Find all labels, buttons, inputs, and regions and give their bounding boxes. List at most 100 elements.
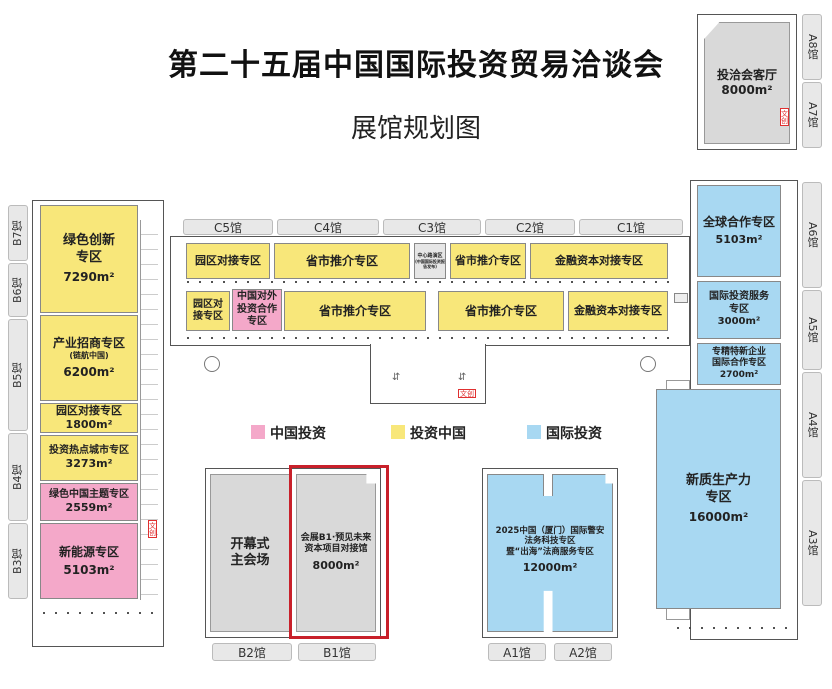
hall-tab-a5[interactable]: A5馆 — [802, 290, 822, 370]
hall-tab-c2[interactable]: C2馆 — [485, 219, 575, 235]
zone-intl-service[interactable]: 国际投资服务 专区 3000m² — [697, 281, 781, 339]
zone-note: (链航中国) — [69, 351, 109, 360]
zone-name: 投洽会客厅 — [716, 68, 777, 82]
escalator-icon: ⇵ — [392, 372, 401, 383]
exit-marker: 文创 — [458, 389, 476, 398]
hall-tab-a2[interactable]: A2馆 — [554, 643, 612, 661]
zone-name: 省市推介专区 — [305, 253, 378, 268]
zone-opening[interactable]: 开幕式 主会场 — [210, 474, 290, 632]
zone-c-province-3[interactable]: 省市推介专区 — [284, 291, 426, 331]
legend-swatch-international — [527, 425, 541, 439]
page-title: 第二十五届中国国际投资贸易洽谈会 — [168, 48, 664, 83]
zone-area: 5103m² — [63, 562, 115, 577]
legend-label-international: 国际投资 — [546, 426, 602, 442]
zone-area: 3273m² — [65, 457, 113, 471]
zone-name: 园区对 接专区 — [193, 298, 223, 323]
zone-industry-recruit[interactable]: 产业招商专区 (链航中国) 6200m² — [40, 315, 138, 401]
zone-name: 中国对外 投资合作 专区 — [237, 291, 277, 328]
hall-tab-b4[interactable]: B4馆 — [8, 433, 28, 521]
zone-note: (中国国际投资报告发布) — [415, 259, 445, 270]
legend-label-china-invest: 中国投资 — [270, 426, 326, 442]
zone-area: 16000m² — [688, 509, 749, 524]
hall-tab-a1[interactable]: A1馆 — [488, 643, 546, 661]
hall-tab-b5[interactable]: B5馆 — [8, 319, 28, 431]
zone-name: 中心路演区 — [417, 252, 443, 259]
zone-c-park-docking-2[interactable]: 园区对 接专区 — [186, 291, 230, 331]
zone-name: 金融资本对接专区 — [574, 304, 662, 318]
hall-tab-a8[interactable]: A8馆 — [802, 14, 822, 80]
hall-tab-b1[interactable]: B1馆 — [298, 643, 376, 661]
zone-area: 3000m² — [717, 316, 761, 328]
round-ramp-icon — [204, 356, 220, 372]
legend-swatch-invest-china — [391, 425, 405, 439]
hall-tab-b2[interactable]: B2馆 — [212, 643, 292, 661]
zone-global-coop[interactable]: 全球合作专区 5103m² — [697, 185, 781, 277]
zone-name: 专精特新企业 国际合作专区 — [711, 347, 766, 369]
zone-area: 12000m² — [522, 560, 578, 574]
zone-area: 2559m² — [65, 501, 113, 515]
b-halls-pillars — [38, 610, 158, 616]
page-subtitle: 展馆规划图 — [350, 114, 481, 144]
b-halls-stairs — [140, 220, 158, 600]
zone-name: 绿色创新 专区 — [62, 233, 115, 265]
exit-marker: 文创 — [780, 108, 789, 126]
exit-marker: 文创 — [148, 520, 157, 538]
zone-xiamen[interactable]: 2025中国（厦门）国际警安 法务科技专区 暨“出海”法商服务专区 12000m… — [487, 474, 613, 632]
hall-tab-a3[interactable]: A3馆 — [802, 480, 822, 606]
hall-tab-b7[interactable]: B7馆 — [8, 205, 28, 261]
zone-name: 园区对接专区 — [56, 404, 122, 418]
c-side-booth — [674, 293, 688, 303]
zone-name: 园区对接专区 — [195, 254, 261, 268]
zone-name: 开幕式 主会场 — [230, 536, 270, 568]
zone-green-innovation[interactable]: 绿色创新 专区 7290m² — [40, 205, 138, 313]
zone-new-productivity[interactable]: 新质生产力 专区 16000m² — [656, 389, 781, 609]
zone-area: 8000m² — [312, 559, 360, 573]
zone-name: 新质生产力 专区 — [685, 473, 751, 505]
hall-tab-b6[interactable]: B6馆 — [8, 263, 28, 317]
zone-c-finance-1[interactable]: 金融资本对接专区 — [530, 243, 668, 279]
zone-c-province-2[interactable]: 省市推介专区 — [450, 243, 526, 279]
zone-area: 8000m² — [721, 83, 773, 97]
zone-name: 绿色中国主题专区 — [49, 488, 129, 500]
a-halls-pillars — [672, 625, 792, 631]
zone-b1-meeting[interactable]: 会展B1·预见未来 资本项目对接馆 8000m² — [296, 474, 376, 632]
c-halls-pillars-top — [182, 279, 678, 285]
zone-name: 产业招商专区 — [52, 336, 125, 350]
zone-vip-room[interactable]: 投洽会客厅 8000m² — [704, 22, 790, 144]
hall-tab-c3[interactable]: C3馆 — [383, 219, 481, 235]
hall-tab-c5[interactable]: C5馆 — [183, 219, 273, 235]
zone-area: 5103m² — [715, 233, 763, 247]
zone-c-province-4[interactable]: 省市推介专区 — [438, 291, 564, 331]
zone-name: 投资热点城市专区 — [49, 444, 129, 456]
zone-c-province-1[interactable]: 省市推介专区 — [274, 243, 410, 279]
zone-name: 省市推介专区 — [318, 303, 391, 318]
zone-name: 会展B1·预见未来 资本项目对接馆 — [300, 532, 372, 555]
hall-tab-c4[interactable]: C4馆 — [277, 219, 379, 235]
hall-tab-a4[interactable]: A4馆 — [802, 372, 822, 478]
zone-area: 7290m² — [63, 269, 115, 284]
zone-name: 新能源专区 — [58, 544, 119, 559]
hall-tab-a7[interactable]: A7馆 — [802, 82, 822, 148]
zone-area: 6200m² — [63, 365, 115, 379]
c-halls-pillars — [182, 335, 678, 341]
zone-c-park-docking-1[interactable]: 园区对接专区 — [186, 243, 270, 279]
zone-hot-city[interactable]: 投资热点城市专区 3273m² — [40, 435, 138, 481]
zone-c-china-outbound[interactable]: 中国对外 投资合作 专区 — [232, 289, 282, 331]
zone-name: 省市推介专区 — [455, 254, 521, 268]
zone-name: 全球合作专区 — [702, 215, 775, 230]
zone-name: 国际投资服务 专区 — [709, 291, 769, 315]
zone-c-center[interactable]: 中心路演区 (中国国际投资报告发布) — [414, 243, 446, 279]
zone-park-docking-b[interactable]: 园区对接专区 1800m² — [40, 403, 138, 433]
hall-tab-c1[interactable]: C1馆 — [579, 219, 683, 235]
zone-c-finance-2[interactable]: 金融资本对接专区 — [568, 291, 668, 331]
hall-tab-b3[interactable]: B3馆 — [8, 523, 28, 599]
hall-tab-a6[interactable]: A6馆 — [802, 182, 822, 288]
zone-specialized[interactable]: 专精特新企业 国际合作专区 2700m² — [697, 343, 781, 385]
round-ramp-icon — [640, 356, 656, 372]
a1-a2-divider — [543, 474, 553, 496]
zone-new-energy[interactable]: 新能源专区 5103m² — [40, 523, 138, 599]
zone-green-china[interactable]: 绿色中国主题专区 2559m² — [40, 483, 138, 521]
zone-name: 金融资本对接专区 — [555, 254, 643, 268]
zone-name: 2025中国（厦门）国际警安 法务科技专区 暨“出海”法商服务专区 — [495, 525, 605, 557]
zone-area: 1800m² — [65, 418, 113, 431]
